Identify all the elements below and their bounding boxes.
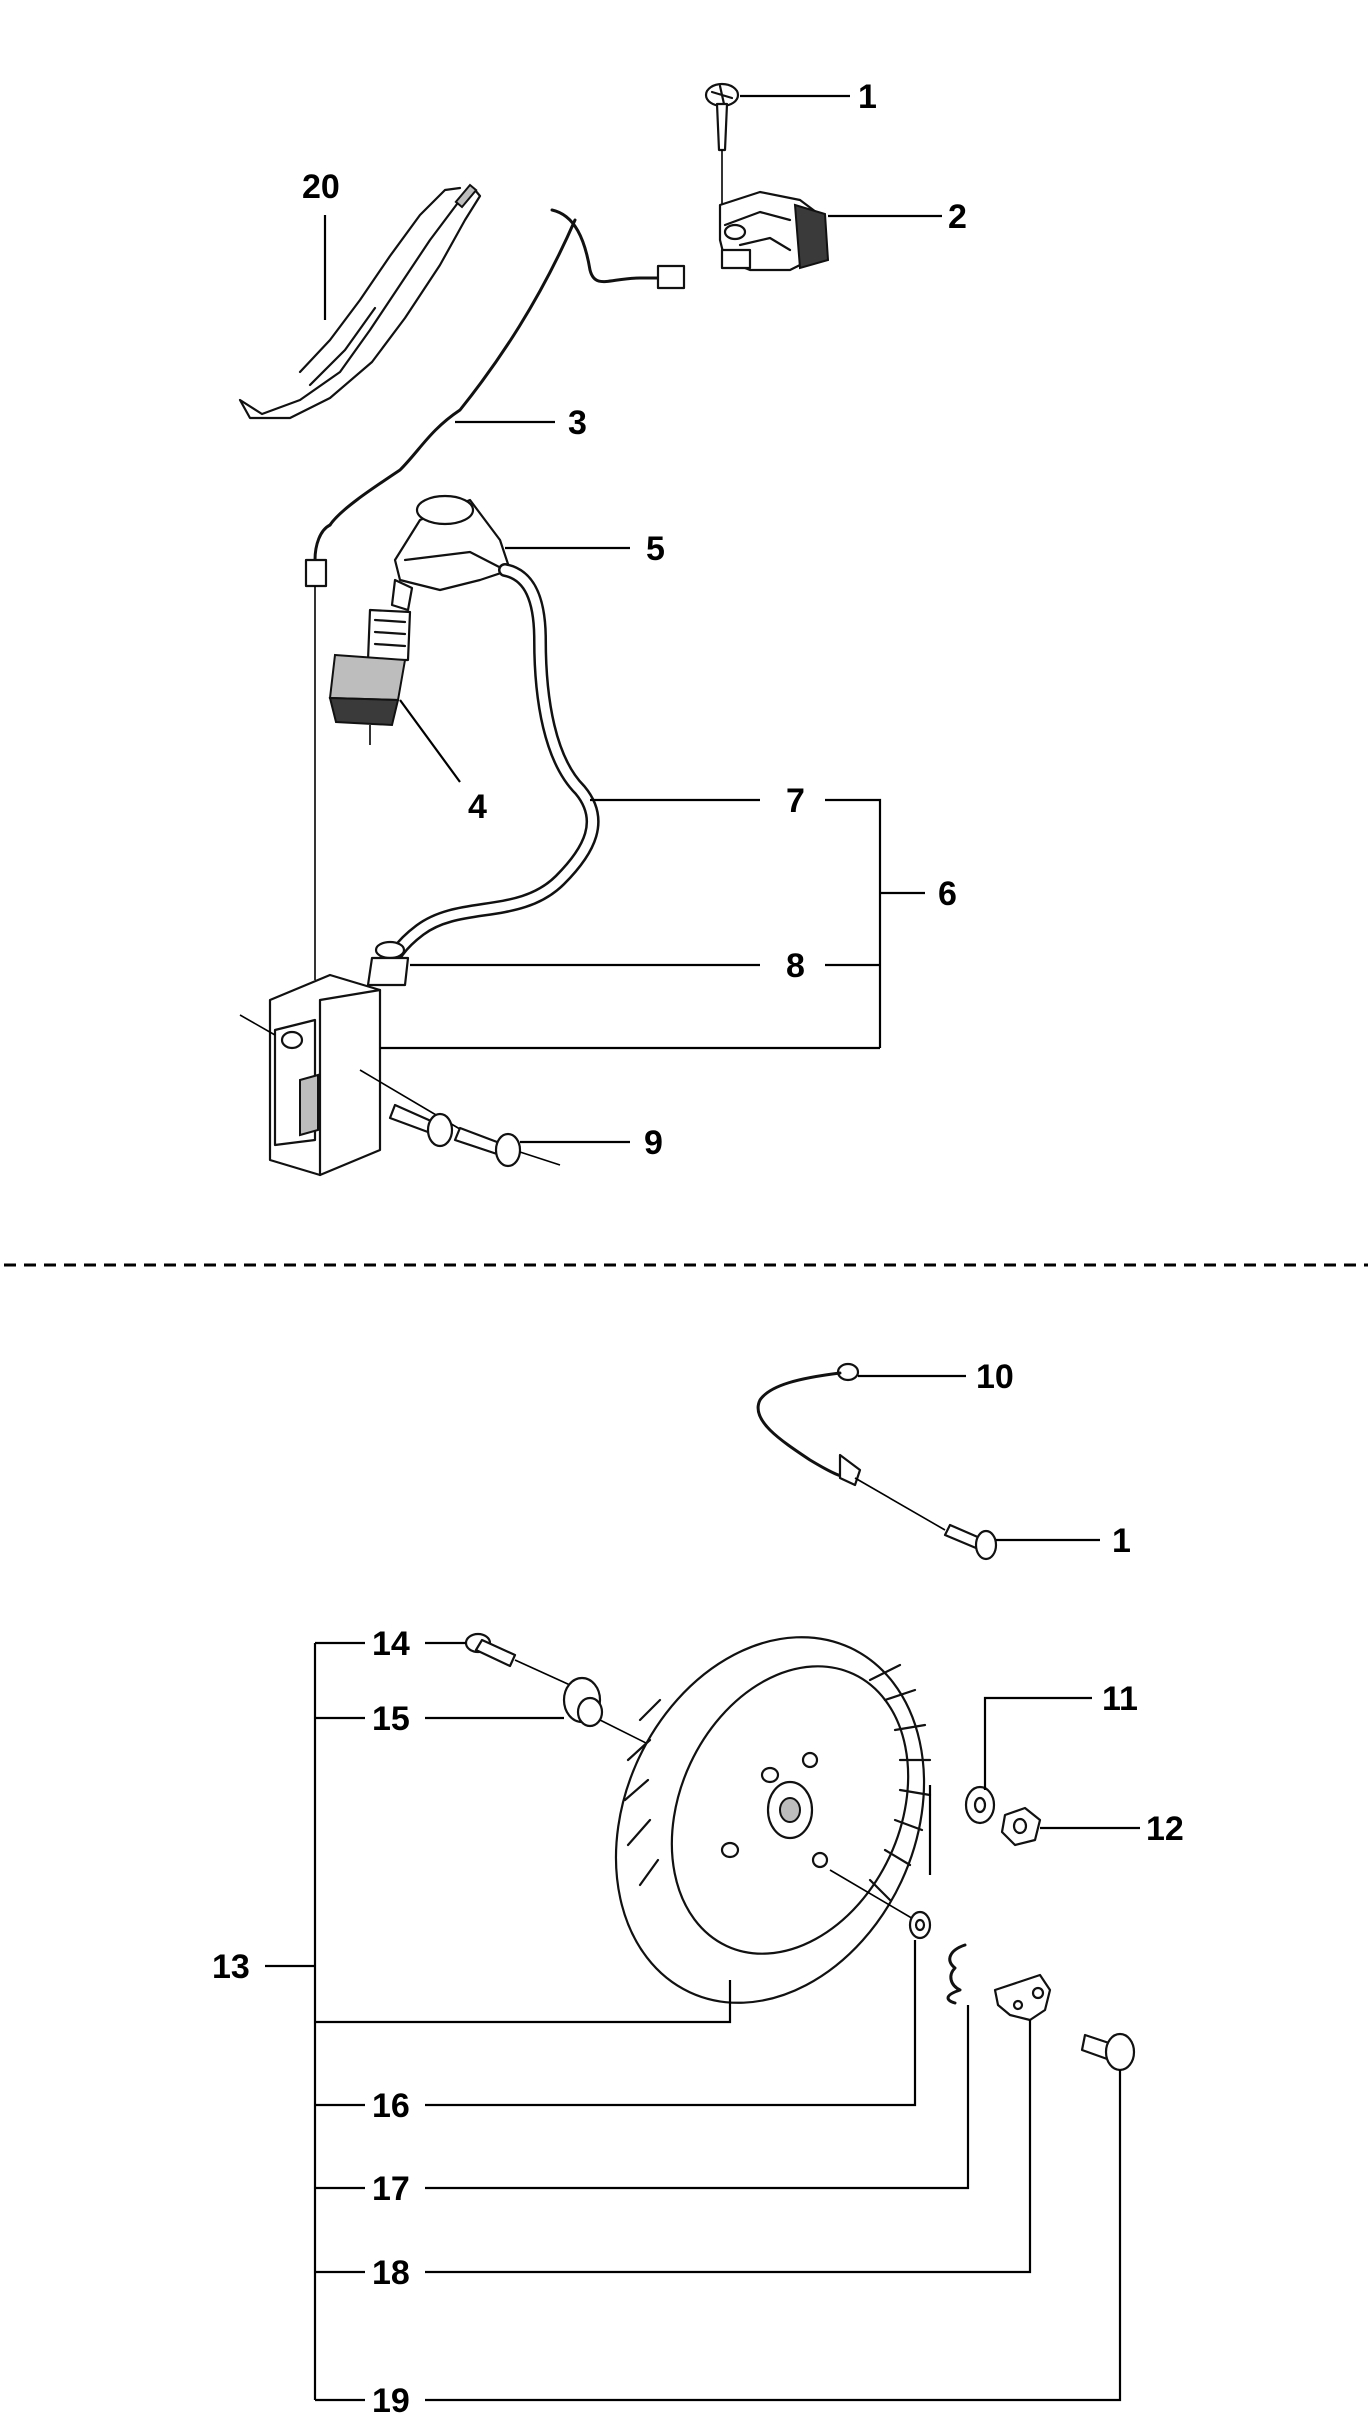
part-7-ht-lead [381, 563, 600, 982]
label-part-4: 4 [468, 788, 487, 826]
label-part-14: 14 [372, 1625, 410, 1663]
part-9-screws [388, 1103, 561, 1168]
label-part-13: 13 [212, 1948, 250, 1986]
part-12-nut [1000, 1806, 1042, 1847]
label-part-2: 2 [948, 198, 967, 236]
label-part-20: 20 [302, 168, 340, 206]
label-part-11: 11 [1102, 1680, 1138, 1718]
label-part-8: 8 [786, 947, 805, 985]
label-part-19: 19 [372, 2382, 410, 2420]
part-17-spring [946, 1943, 967, 2005]
label-part-3: 3 [568, 404, 587, 442]
bottom-labels: 10 1 14 15 11 12 13 16 17 18 19 [212, 1358, 1184, 2420]
label-part-7: 7 [786, 782, 805, 820]
label-part-5: 5 [646, 530, 665, 568]
label-part-9: 9 [644, 1124, 663, 1162]
part-13-flywheel [614, 1636, 932, 2004]
label-part-1-bottom: 1 [1112, 1522, 1131, 1560]
part-1-screw-top [704, 82, 740, 205]
part-4-spark-plug [328, 578, 414, 745]
label-part-10: 10 [976, 1358, 1014, 1396]
part-19-screw [1080, 2032, 1136, 2072]
part-20-lever [238, 183, 482, 420]
part-2-switch [718, 190, 830, 272]
top-labels: 1 2 20 3 5 4 7 6 8 9 [302, 78, 967, 1162]
bottom-leader-lines [265, 1374, 1140, 2402]
part-5-boot [393, 494, 512, 592]
part-14-pin [464, 1632, 571, 1686]
part-8-grommet [366, 940, 410, 987]
part-16-washer [908, 1910, 932, 1940]
part-3-wire [304, 208, 686, 980]
label-part-17: 17 [372, 2170, 410, 2208]
label-part-15: 15 [372, 1700, 410, 1738]
label-part-18: 18 [372, 2254, 410, 2292]
part-10-ground-wire [756, 1362, 946, 1531]
part-1-screw-bottom [943, 1523, 998, 1561]
label-part-16: 16 [372, 2087, 410, 2125]
label-part-6: 6 [938, 875, 957, 913]
top-leader-lines [323, 94, 942, 1144]
label-part-1-top: 1 [858, 78, 877, 116]
part-6-ignition-coil [239, 973, 471, 1177]
label-part-12: 12 [1146, 1810, 1184, 1848]
part-18-pawl-plate [993, 1973, 1052, 2022]
part-11-washer [964, 1785, 996, 1825]
